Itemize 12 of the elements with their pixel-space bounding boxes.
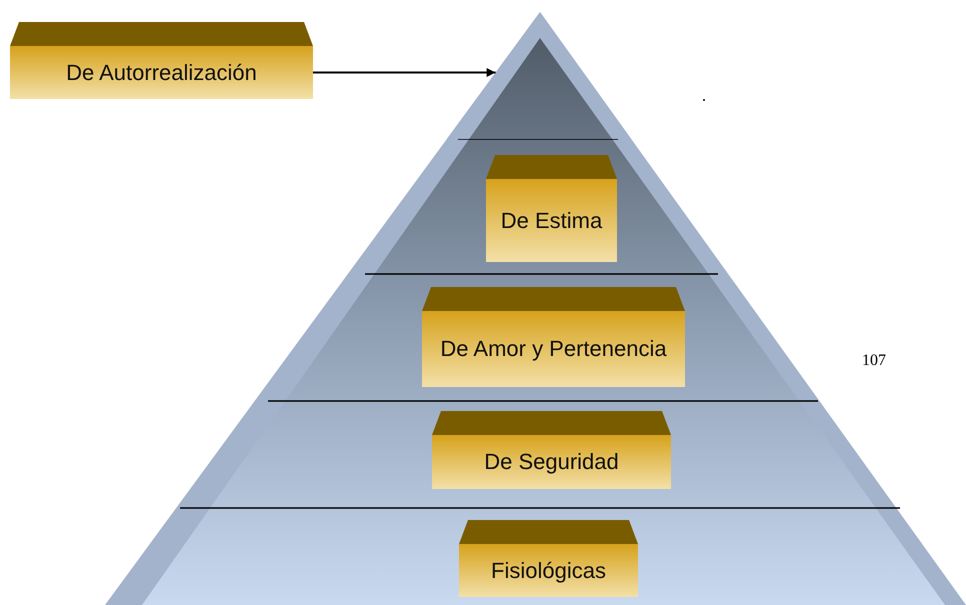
level-box [486, 155, 617, 262]
level-box [459, 520, 638, 597]
page-number: 107 [862, 352, 886, 370]
level-label: De Seguridad [483, 448, 620, 476]
level-label: De Estima [500, 206, 604, 234]
level-box [10, 22, 313, 99]
level-label: De Amor y Pertenencia [439, 335, 668, 363]
level-label: De Autorrealización [65, 58, 258, 86]
level-box [422, 287, 685, 387]
level-box [432, 411, 671, 489]
arrow [313, 68, 496, 77]
level-label: Fisiológicas [490, 556, 607, 585]
